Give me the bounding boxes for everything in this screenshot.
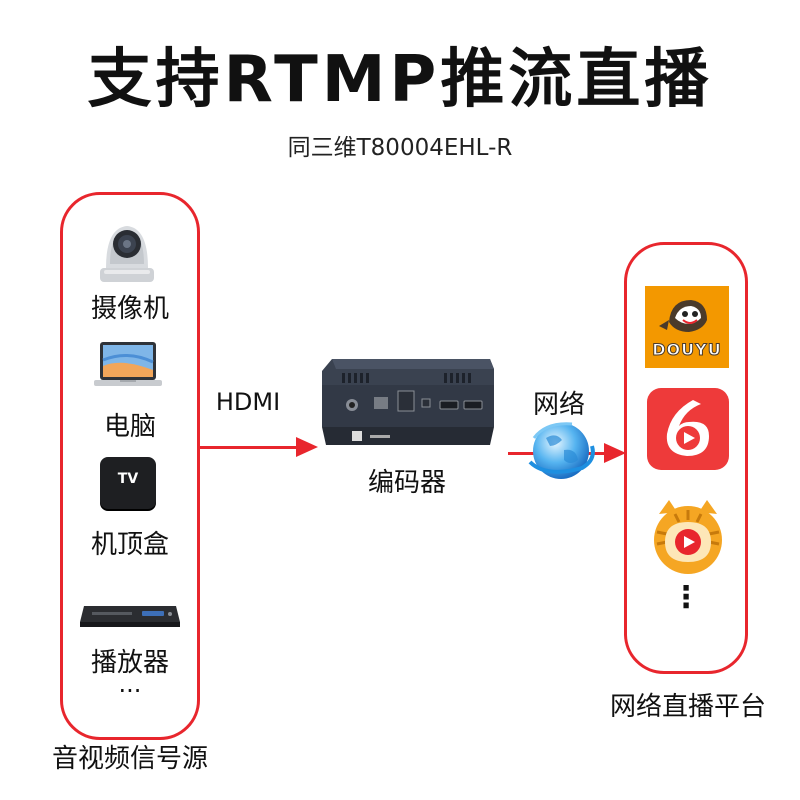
platform-more-ellipsis: ⋮ bbox=[671, 580, 701, 615]
page-title: 支持RTMP推流直播 bbox=[87, 43, 713, 117]
source-more-ellipsis: ... bbox=[118, 670, 142, 698]
encoder-label: 编码器 bbox=[367, 468, 446, 498]
encoder-device-icon bbox=[322, 355, 494, 445]
source-group-box bbox=[60, 192, 200, 740]
globe-icon bbox=[526, 416, 596, 486]
tv-box-text: TV bbox=[117, 471, 139, 487]
network-label: 网络 bbox=[532, 390, 585, 420]
source-caption: 音视频信号源 bbox=[51, 744, 208, 774]
douyu-logo-text: DOUYU bbox=[652, 340, 722, 360]
platform-group-box bbox=[624, 242, 748, 674]
platform-caption: 网络直播平台 bbox=[609, 692, 766, 722]
dvd-player-icon bbox=[80, 600, 180, 630]
hdmi-label: HDMI bbox=[215, 388, 281, 416]
source-label-computer: 电脑 bbox=[103, 412, 156, 442]
source-label-settop-box: 机顶盒 bbox=[90, 530, 169, 560]
huya-logo-icon bbox=[645, 492, 731, 578]
tv-box-icon: TV bbox=[98, 455, 158, 513]
hdmi-arrow-head bbox=[296, 437, 318, 457]
source-label-camera: 摄像机 bbox=[90, 294, 169, 324]
ptz-camera-icon bbox=[92, 218, 162, 286]
hdmi-arrow-line bbox=[200, 446, 298, 449]
laptop-icon bbox=[92, 340, 164, 392]
douyu-logo-icon: DOUYU bbox=[645, 286, 729, 368]
product-model: 同三维T80004EHL-R bbox=[287, 135, 513, 161]
network-arrow-head bbox=[604, 443, 626, 463]
six-rooms-logo-icon bbox=[647, 388, 729, 470]
source-label-player: 播放器 bbox=[90, 648, 169, 678]
